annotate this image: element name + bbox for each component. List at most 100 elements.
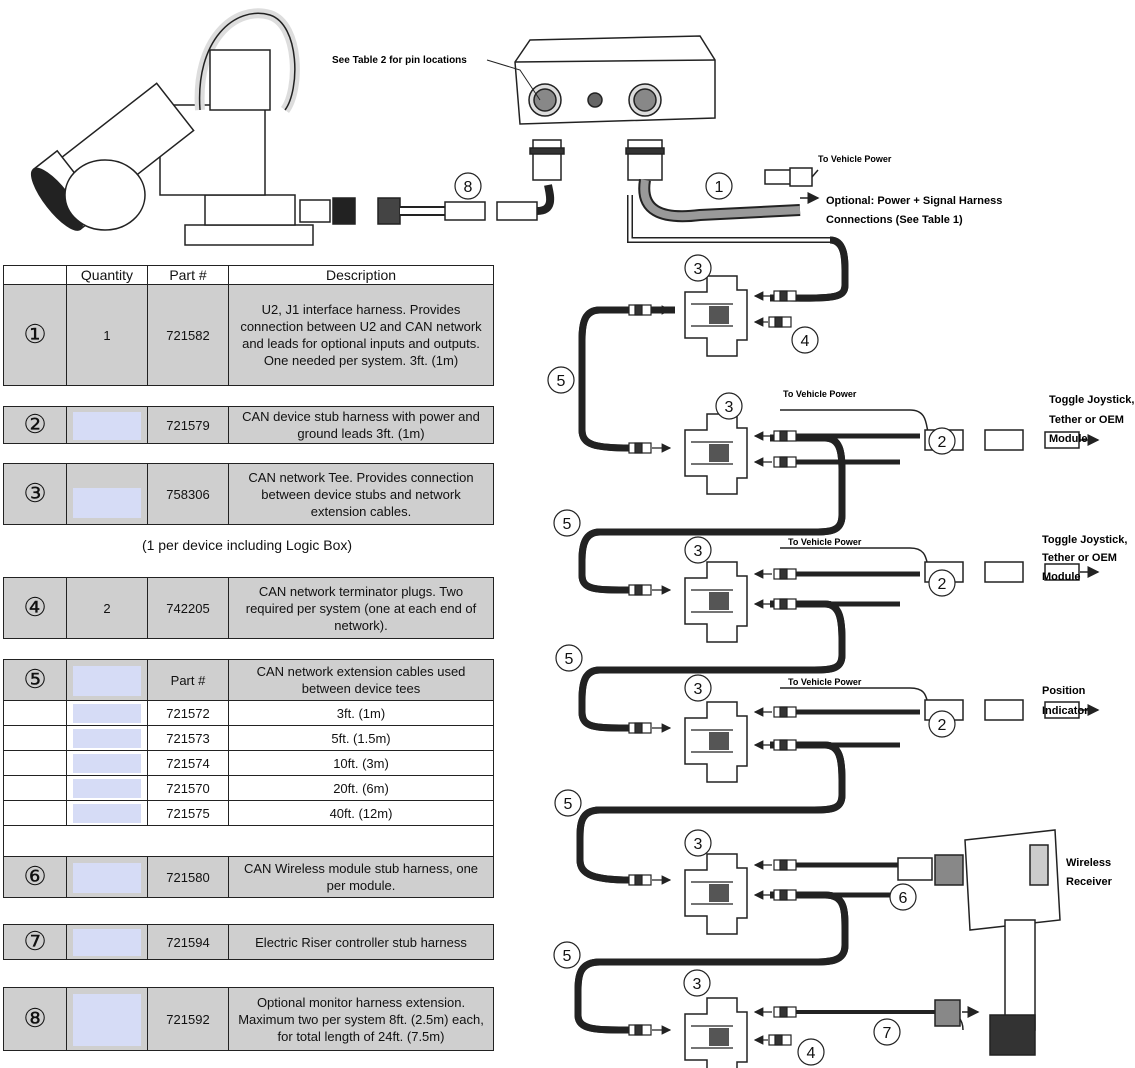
quantity-swatch <box>73 488 141 518</box>
quantity-swatch <box>73 779 141 798</box>
callout-3: 3 <box>694 681 703 698</box>
tee-note: (1 per device including Logic Box) <box>141 537 353 553</box>
header-quantity: Quantity <box>66 265 148 285</box>
device-stub-harnesses <box>780 409 1100 748</box>
quantity-swatch <box>73 863 141 893</box>
logic-box-illustration <box>514 35 716 181</box>
callout-3: 3 <box>694 543 703 560</box>
callout-2: 2 <box>938 576 947 593</box>
wireless-receiver-illustration <box>796 829 1061 1056</box>
vehicle-power-label-3: To Vehicle Power <box>788 537 862 547</box>
part-number: Part # <box>147 659 229 701</box>
part-number: 721592 <box>147 987 229 1051</box>
ext-cable-length: 5ft. (1.5m) <box>228 725 494 751</box>
item-number: ⑦ <box>3 924 67 960</box>
quantity-swatch <box>73 754 141 773</box>
part-number: 721579 <box>147 406 229 444</box>
item-number: ② <box>3 406 67 444</box>
header-blank <box>3 265 67 285</box>
pin-callout-label: See Table 2 for pin locations <box>332 55 467 66</box>
wireless-label-line2: Receiver <box>1066 876 1113 888</box>
optional-harness-label-2: Connections (See Table 1) <box>826 214 963 226</box>
ext-cable-length: 40ft. (12m) <box>228 800 494 826</box>
header-description: Description <box>228 265 494 285</box>
part-number: 721580 <box>147 856 229 898</box>
quantity-cell <box>66 406 148 444</box>
quantity-cell <box>66 987 148 1051</box>
ext-cable-qty <box>66 750 148 776</box>
quantity-swatch <box>73 929 141 956</box>
quantity-swatch <box>73 704 141 723</box>
callout-3: 3 <box>694 261 703 278</box>
optional-harness-label-1: Optional: Power + Signal Harness <box>826 195 1002 207</box>
quantity-cell: 2 <box>66 577 148 639</box>
callout-5: 5 <box>563 516 572 533</box>
ext-cable-row-blank <box>3 775 67 801</box>
toggle-label-2-line2: Tether or OEM <box>1042 552 1117 564</box>
item-number: ④ <box>3 577 67 639</box>
ext-cable-length: 3ft. (1m) <box>228 700 494 726</box>
callout-4: 4 <box>807 1045 816 1062</box>
toggle-label-1-line2: Tether or OEM <box>1049 414 1124 426</box>
callout-2: 2 <box>938 434 947 451</box>
description: CAN network extension cables used betwee… <box>228 659 494 701</box>
vehicle-power-lead-top <box>789 167 820 204</box>
description: U2, J1 interface harness. Provides conne… <box>228 284 494 386</box>
callout-3: 3 <box>694 836 703 853</box>
quantity-swatch <box>73 666 141 696</box>
callout-7: 7 <box>883 1025 892 1042</box>
ext-cable-part: 721574 <box>147 750 229 776</box>
callout-5: 5 <box>557 373 566 390</box>
toggle-label-1-line3: Module <box>1049 433 1088 445</box>
callout-3: 3 <box>693 976 702 993</box>
can-backbone-cable <box>574 240 849 1034</box>
quantity-cell <box>66 856 148 898</box>
quantity-swatch <box>73 729 141 748</box>
callout-8: 8 <box>464 179 473 196</box>
item-number: ① <box>3 284 67 386</box>
parts-table: Quantity Part # Description ① 1 721582 U… <box>0 265 1135 1068</box>
quantity-swatch <box>73 412 141 440</box>
toggle-label-2-line3: Module <box>1042 571 1081 583</box>
ext-cable-qty <box>66 775 148 801</box>
ext-cable-qty <box>66 800 148 826</box>
callout-2: 2 <box>938 717 947 734</box>
part-number: 721594 <box>147 924 229 960</box>
tee-connectors <box>628 290 797 1046</box>
description: Optional monitor harness extension. Maxi… <box>228 987 494 1051</box>
pin-callout-leader <box>486 59 541 101</box>
part-number: 742205 <box>147 577 229 639</box>
ext-cable-length: 10ft. (3m) <box>228 750 494 776</box>
callout-4: 4 <box>801 333 810 350</box>
ext-cable-part: 721573 <box>147 725 229 751</box>
ext-cable-row-blank <box>3 750 67 776</box>
quantity-swatch <box>73 994 141 1046</box>
callout-5: 5 <box>564 796 573 813</box>
vehicle-power-label-4: To Vehicle Power <box>788 677 862 687</box>
ext-cable-length: 20ft. (6m) <box>228 775 494 801</box>
quantity-cell <box>66 659 148 701</box>
description: CAN device stub harness with power and g… <box>228 406 494 444</box>
description: CAN Wireless module stub harness, one pe… <box>228 856 494 898</box>
callout-5: 5 <box>565 651 574 668</box>
position-label-line2: Indicator <box>1042 705 1089 717</box>
callout-3: 3 <box>725 399 734 416</box>
ext-cable-qty <box>66 700 148 726</box>
description: CAN network terminator plugs. Two requir… <box>228 577 494 639</box>
ext-cable-part: 721572 <box>147 700 229 726</box>
callout-1: 1 <box>715 179 724 196</box>
ext-cable-row-blank <box>3 700 67 726</box>
header-part: Part # <box>147 265 229 285</box>
ext-cable-part: 721570 <box>147 775 229 801</box>
toggle-label-2-line1: Toggle Joystick, <box>1042 534 1127 546</box>
item-number: ⑥ <box>3 856 67 898</box>
quantity-cell: 1 <box>66 284 148 386</box>
vehicle-power-label-1: To Vehicle Power <box>818 154 892 164</box>
description: Electric Riser controller stub harness <box>228 924 494 960</box>
ext-cable-row-blank <box>3 800 67 826</box>
toggle-label-1-line1: Toggle Joystick, <box>1049 394 1134 406</box>
ext-cable-qty <box>66 725 148 751</box>
callout-6: 6 <box>899 890 908 907</box>
position-label-line1: Position <box>1042 685 1086 697</box>
description: CAN network Tee. Provides connection bet… <box>228 463 494 525</box>
